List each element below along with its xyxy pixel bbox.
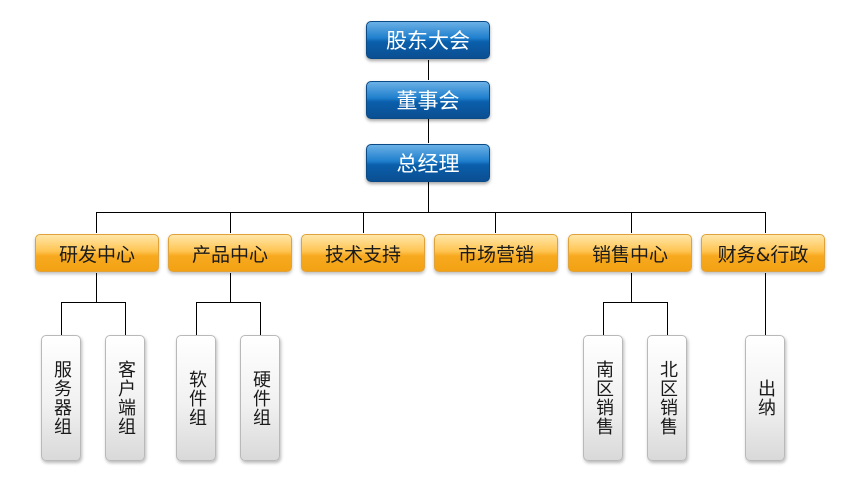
node-label: 硬件组 [250,369,271,427]
node-label: 服务器组 [51,360,72,436]
node-label: 财务&行政 [717,243,809,266]
node-marketing[interactable]: 市场营销 [434,234,558,272]
node-cashier[interactable]: 出纳 [745,335,785,461]
node-label: 股东大会 [386,29,470,53]
node-north-sales[interactable]: 北区销售 [647,335,687,461]
node-label: 产品中心 [191,243,268,266]
node-sales[interactable]: 销售中心 [568,234,692,272]
node-label: 总经理 [396,152,460,176]
node-label: 销售中心 [591,243,668,266]
node-rd[interactable]: 研发中心 [35,234,159,272]
node-gm[interactable]: 总经理 [366,144,490,182]
node-label: 北区销售 [657,360,678,436]
node-label: 研发中心 [58,243,135,266]
node-label: 软件组 [186,369,207,427]
node-product[interactable]: 产品中心 [168,234,292,272]
node-label: 市场营销 [457,243,534,266]
node-label: 客户端组 [115,360,136,436]
node-server[interactable]: 服务器组 [41,335,81,461]
node-hardware[interactable]: 硬件组 [240,335,280,461]
node-board[interactable]: 董事会 [366,81,490,119]
node-shareholders[interactable]: 股东大会 [366,21,490,59]
node-client[interactable]: 客户端组 [105,335,145,461]
node-finance[interactable]: 财务&行政 [701,234,825,272]
node-label: 出纳 [755,379,776,417]
node-techsupport[interactable]: 技术支持 [301,234,425,272]
node-label: 董事会 [396,89,460,113]
node-south-sales[interactable]: 南区销售 [583,335,623,461]
node-label: 南区销售 [593,360,614,436]
node-label: 技术支持 [324,243,401,266]
node-software[interactable]: 软件组 [176,335,216,461]
